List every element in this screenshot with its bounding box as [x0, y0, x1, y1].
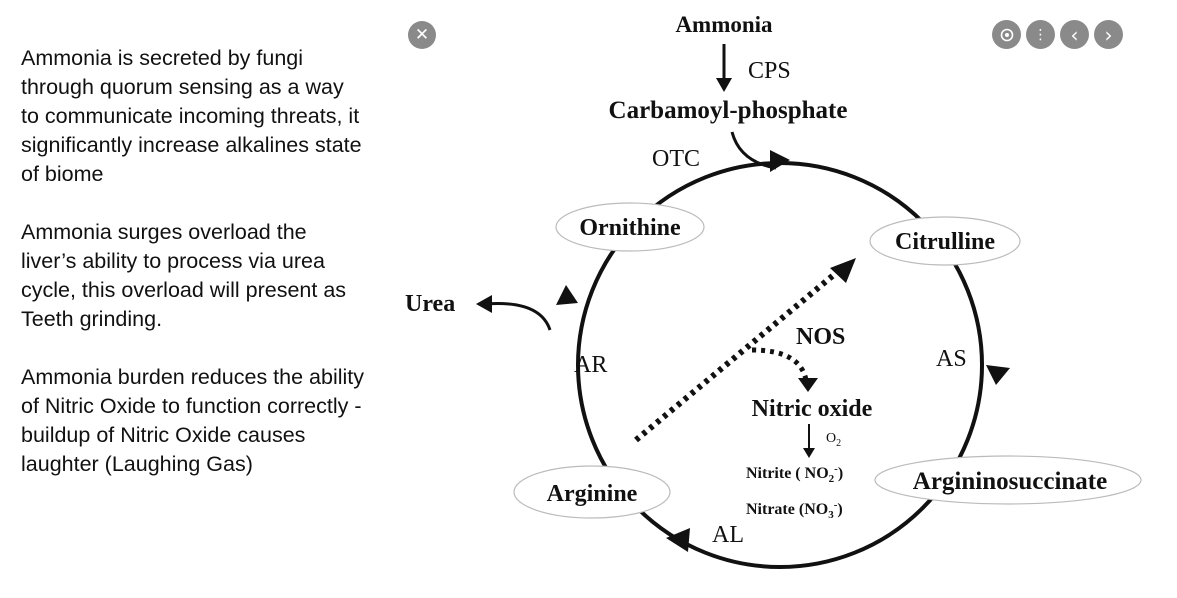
citrulline-label: Citrulline	[895, 229, 995, 255]
more-button[interactable]: ⋮	[1026, 20, 1055, 49]
otc-label: OTC	[652, 146, 700, 172]
argininosuccinate-node	[874, 455, 1142, 505]
arginine-node	[513, 465, 671, 519]
urea-arrowhead	[476, 295, 492, 313]
oxidation-arrowhead	[803, 448, 815, 458]
close-button[interactable]: ✕	[408, 21, 436, 49]
nitric-oxide-dotted-branch	[751, 347, 809, 381]
ar-label: AR	[574, 352, 607, 378]
citrulline-node	[869, 216, 1021, 266]
nitrate-label: Nitrate (NO3-)	[746, 499, 843, 521]
ring-arrow-al	[666, 528, 690, 552]
carbamoyl-curve	[730, 131, 777, 170]
previous-icon: ‹	[1070, 22, 1079, 47]
next-button[interactable]: ›	[1094, 20, 1123, 49]
nitrite-label: Nitrite ( NO2-)	[746, 463, 843, 485]
ammonia-label: Ammonia	[675, 12, 773, 37]
image-toolbar: ⋮ ‹ ›	[992, 20, 1123, 49]
zoom-icon	[1000, 28, 1013, 41]
paragraph-ammonia-quorum: Ammonia is secreted by fungi through quo…	[21, 46, 362, 186]
ornithine-label: Ornithine	[579, 215, 681, 241]
paragraph-teeth-grinding: Ammonia surges overload the liver’s abil…	[21, 220, 347, 331]
next-icon: ›	[1104, 22, 1113, 47]
arginine-label: Arginine	[547, 481, 638, 507]
argininosuccinate-label: Argininosuccinate	[913, 468, 1107, 495]
ammonia-arrowhead	[716, 78, 732, 92]
close-icon: ✕	[414, 25, 430, 45]
paragraph-nitric-oxide: Ammonia burden reduces the ability of Ni…	[21, 365, 364, 476]
nos-dotted-arrowhead	[830, 258, 856, 283]
previous-button[interactable]: ‹	[1060, 20, 1089, 49]
al-label: AL	[712, 522, 744, 548]
nitric-oxide-label: Nitric oxide	[752, 396, 873, 422]
carbamoyl-phosphate-label: Carbamoyl-phosphate	[609, 97, 848, 124]
o2-label: O2	[826, 431, 841, 449]
ring-arrow-as	[986, 365, 1010, 385]
urea-branch	[485, 302, 552, 331]
nitric-oxide-arrowhead	[798, 378, 818, 392]
zoom-button[interactable]	[992, 20, 1021, 49]
cps-label: CPS	[748, 58, 791, 84]
description-text: Ammonia is secreted by fungi through quo…	[21, 44, 366, 508]
as-label: AS	[936, 346, 967, 372]
urea-label: Urea	[405, 291, 455, 317]
ornithine-node	[555, 202, 705, 252]
more-icon: ⋮	[1033, 26, 1048, 43]
nos-label: NOS	[796, 324, 845, 350]
ring-arrow-ar	[556, 285, 578, 305]
